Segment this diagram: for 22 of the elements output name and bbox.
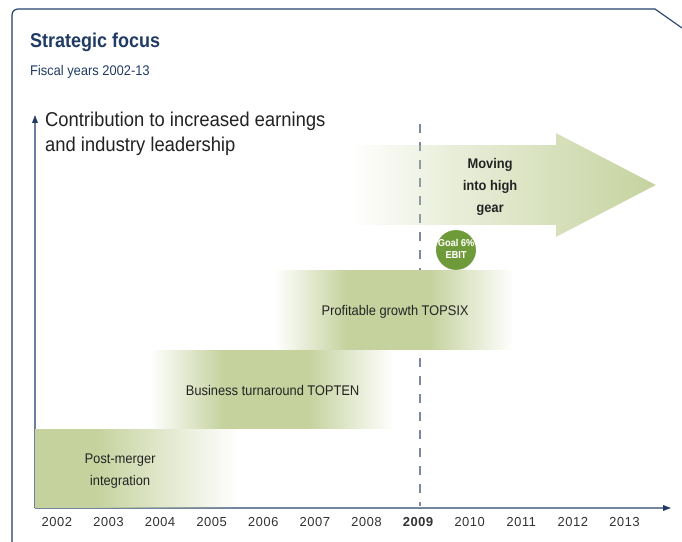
year-label: 2002 [40,514,74,529]
goal-label: Goal 6% EBIT [438,237,474,263]
year-label: 2010 [453,514,486,529]
subtitle: Fiscal years 2002-13 [30,62,150,78]
phase-band [35,429,240,508]
year-label: 2005 [195,514,228,529]
year-label: 2013 [608,514,642,529]
phase-label: Business turnaround TOPTEN [184,380,360,400]
year-label: 2006 [246,514,280,529]
phase-label: Profitable growth TOPSIX [320,301,470,320]
phase-label: Post-merger integration [84,448,156,490]
goal-badge [436,230,476,270]
year-label: 2008 [350,514,384,529]
title: Strategic focus [30,30,160,53]
year-label: 2004 [144,514,177,529]
axis-title: Contribution to increased earnings and industry leadership [45,108,326,158]
year-label: 2011 [505,514,538,529]
phase-label: Moving into high gear [462,154,518,217]
year-label: 2003 [92,514,126,529]
year-label: 2007 [298,514,332,529]
year-label: 2012 [556,514,590,529]
year-label: 2009 [402,514,435,529]
